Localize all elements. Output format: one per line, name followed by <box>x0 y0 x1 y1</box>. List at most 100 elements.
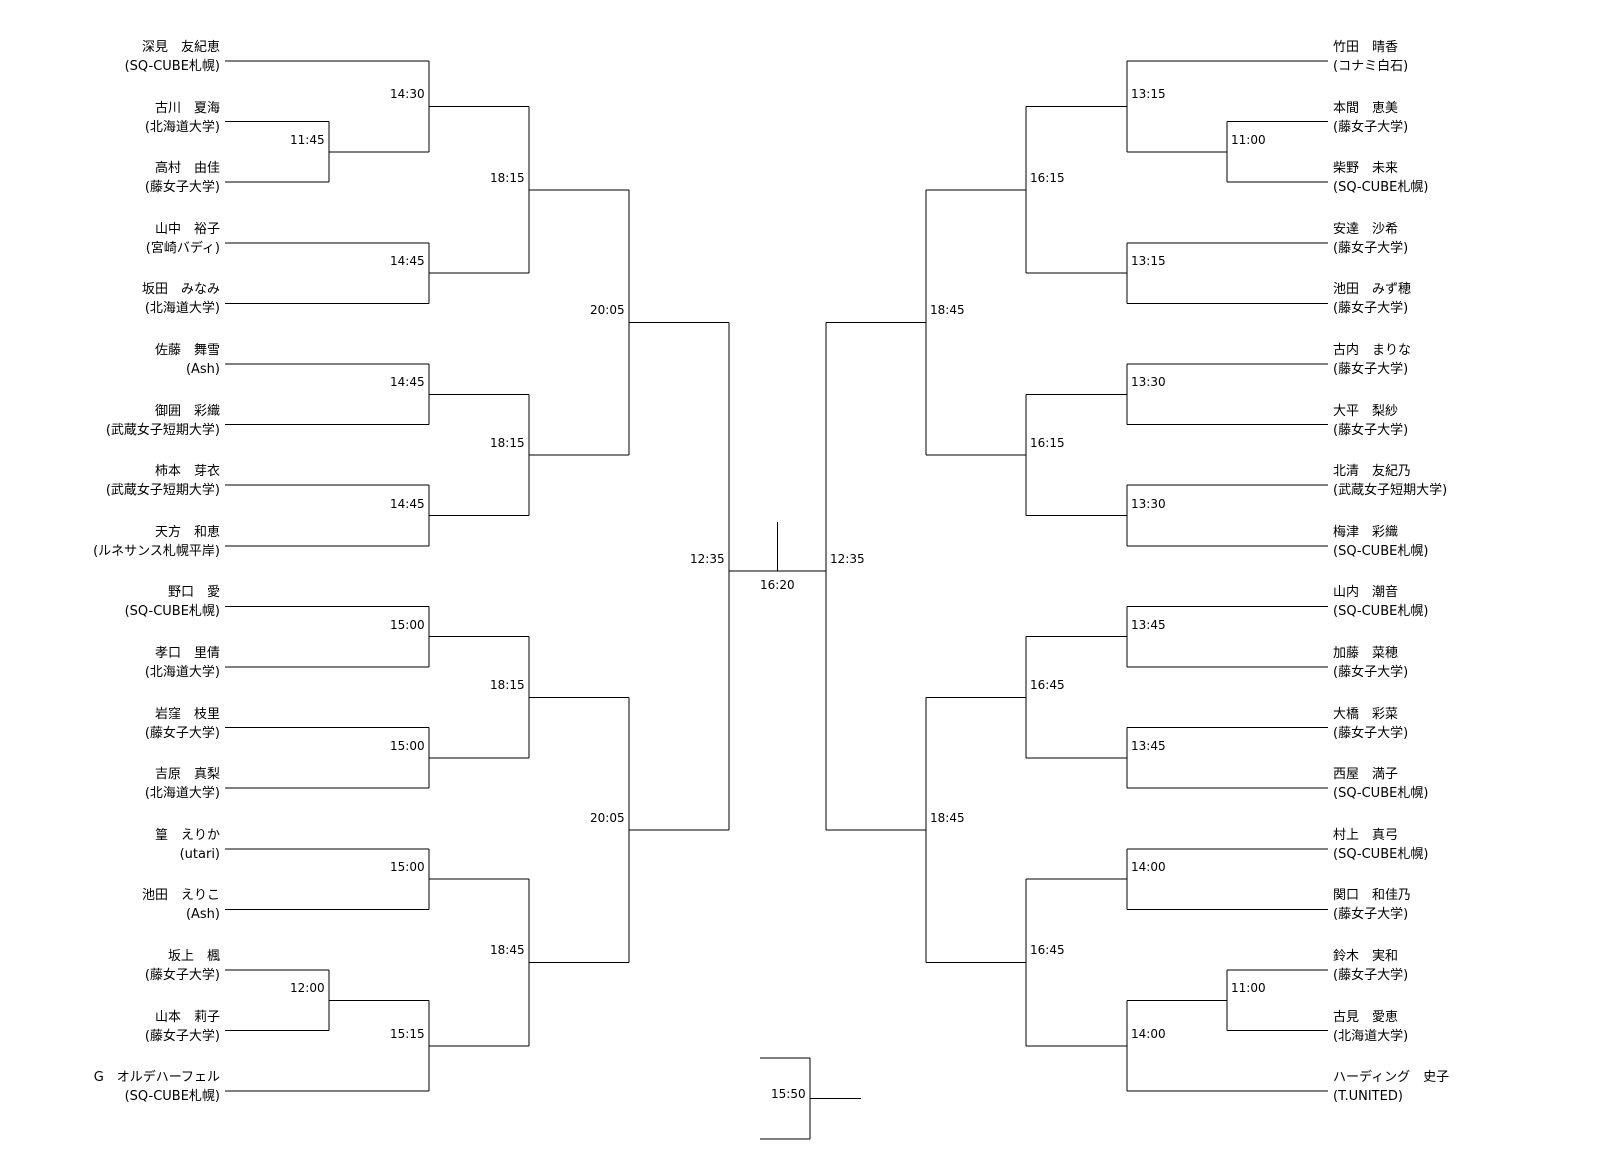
player-entry: 池田 みず穂(藤女子大学) <box>1333 282 1411 317</box>
player-name: 古川 夏海 <box>154 100 220 116</box>
player-affiliation: (藤女子大学) <box>1333 422 1409 438</box>
match-time: 16:15 <box>1030 435 1065 450</box>
match-time: 12:00 <box>290 981 325 996</box>
player-entry: 鈴木 実和 (藤女子大学) <box>1333 949 1408 984</box>
player-affiliation: (北海道大学) <box>144 119 220 135</box>
player-name: 天方 和恵 <box>154 524 220 540</box>
player-affiliation: (utari) <box>179 846 220 862</box>
player-name: 北清 友紀乃 <box>1333 464 1412 480</box>
semifinal-time: 12:35 <box>830 552 865 566</box>
match-time: 16:45 <box>1030 678 1065 693</box>
match-time: 15:15 <box>390 1026 425 1041</box>
player-entry: 梅津 彩織(SQ-CUBE札幌) <box>1333 525 1428 560</box>
player-entry: 古川 夏海 (北海道大学) <box>145 101 220 136</box>
player-name: 柿本 芽衣 <box>154 464 220 480</box>
player-name: 山中 裕子 <box>154 221 220 237</box>
player-name: 山内 潮音 <box>1333 585 1399 601</box>
player-entry: 柴野 未来(SQ-CUBE札幌) <box>1333 161 1428 196</box>
match-time: 14:45 <box>390 254 425 269</box>
player-affiliation: (SQ-CUBE札幌) <box>1333 786 1429 802</box>
third-place-time: 15:50 <box>771 1086 806 1101</box>
player-affiliation: (北海道大学) <box>144 786 220 802</box>
player-entry: 山本 莉子 (藤女子大学) <box>145 1010 220 1045</box>
player-name: 鈴木 実和 <box>1333 949 1399 964</box>
player-entry: 吉原 真梨 (北海道大学) <box>145 767 220 802</box>
player-name: 池田 えりこ <box>141 888 220 904</box>
player-affiliation: (宮崎バディ) <box>145 240 220 256</box>
player-entry: ハーディング 史子 (T.UNITED) <box>1333 1070 1449 1105</box>
player-affiliation: (SQ-CUBE札幌) <box>1333 846 1429 862</box>
player-affiliation: (藤女子大学) <box>144 725 220 741</box>
player-entry: 加藤 菜穂(藤女子大学) <box>1333 646 1408 681</box>
player-name: ハーディング 史子 <box>1333 1070 1450 1086</box>
player-name: 深見 友紀恵 <box>141 40 220 55</box>
player-affiliation: (藤女子大学) <box>1333 725 1409 741</box>
player-entry: 坂田 みなみ(北海道大学) <box>142 282 220 317</box>
match-time: 13:30 <box>1131 375 1166 390</box>
match-time: 11:45 <box>290 132 325 147</box>
match-time: 13:15 <box>1131 87 1166 102</box>
player-affiliation: (藤女子大学) <box>1333 240 1409 256</box>
player-entry: 大橋 彩菜(藤女子大学) <box>1333 707 1408 742</box>
player-affiliation: (藤女子大学) <box>1333 907 1409 923</box>
player-entry: 古見 愛恵 (北海道大学) <box>1333 1010 1408 1045</box>
match-time: 11:00 <box>1231 132 1266 147</box>
player-name: 佐藤 舞雪 <box>154 343 220 358</box>
player-affiliation: (ルネサンス札幌平岸) <box>93 543 220 559</box>
player-name: 関口 和佳乃 <box>1333 888 1412 904</box>
player-affiliation: (藤女子大学) <box>144 180 220 196</box>
player-affiliation: (藤女子大学) <box>144 1028 220 1044</box>
player-affiliation: (SQ-CUBE札幌) <box>1333 604 1429 620</box>
match-time: 18:15 <box>490 435 525 450</box>
player-entry: G オルデハーフェル(SQ-CUBE札幌) <box>94 1070 220 1105</box>
player-affiliation: (T.UNITED) <box>1333 1089 1403 1105</box>
player-name: 竹田 晴香 <box>1333 40 1399 55</box>
match-time: 13:15 <box>1131 254 1166 269</box>
player-affiliation: (北海道大学) <box>144 301 220 317</box>
player-affiliation: (SQ-CUBE札幌) <box>124 1089 220 1105</box>
player-affiliation: (SQ-CUBE札幌) <box>1333 180 1429 196</box>
player-entry: 池田 えりこ(Ash) <box>142 888 220 923</box>
player-affiliation: (北海道大学) <box>144 665 220 680</box>
match-time: 18:45 <box>930 810 965 825</box>
match-time: 14:45 <box>390 375 425 390</box>
player-name: 古見 愛恵 <box>1333 1009 1399 1025</box>
match-time: 15:00 <box>390 860 425 875</box>
player-name: 西屋 満子 <box>1333 767 1399 783</box>
player-name: 梅津 彩織 <box>1333 524 1399 540</box>
player-name: 御囲 彩織 <box>154 403 220 419</box>
player-name: 大平 梨紗 <box>1333 403 1399 419</box>
match-time: 15:00 <box>390 617 425 632</box>
player-entry: 深見 友紀恵(SQ-CUBE札幌) <box>125 40 220 75</box>
player-name: 山本 莉子 <box>154 1009 220 1025</box>
player-entry: 安達 沙希 (藤女子大学) <box>1333 222 1408 257</box>
match-time: 13:45 <box>1131 738 1166 753</box>
player-affiliation: (藤女子大学) <box>1333 362 1409 377</box>
player-entry: 関口 和佳乃 (藤女子大学) <box>1333 888 1411 923</box>
player-name: 本間 恵美 <box>1333 100 1399 116</box>
player-entry: 高村 由佳(藤女子大学) <box>145 161 220 196</box>
player-entry: 古内 まりな(藤女子大学) <box>1333 343 1411 378</box>
player-entry: 西屋 満子 (SQ-CUBE札幌) <box>1333 767 1428 802</box>
player-entry: 岩窪 枝里(藤女子大学) <box>145 707 220 742</box>
player-name: 吉原 真梨 <box>154 767 220 783</box>
player-entry: 大平 梨紗 (藤女子大学) <box>1333 404 1408 439</box>
match-time: 20:05 <box>590 303 625 318</box>
player-name: 村上 真弓 <box>1333 827 1399 843</box>
player-name: 坂上 楓 <box>167 949 220 964</box>
player-name: 加藤 菜穂 <box>1333 646 1399 661</box>
player-entry: 篁 えりか(utari) <box>155 828 220 863</box>
match-time: 14:45 <box>390 496 425 511</box>
player-name: 安達 沙希 <box>1333 221 1399 237</box>
player-affiliation: (Ash) <box>185 362 220 377</box>
player-affiliation: (北海道大学) <box>1333 1028 1409 1044</box>
player-affiliation: (コナミ白石) <box>1333 59 1409 74</box>
match-time: 16:45 <box>1030 943 1065 958</box>
player-affiliation: (藤女子大学) <box>144 968 220 983</box>
player-affiliation: (藤女子大学) <box>1333 968 1409 983</box>
player-name: 野口 愛 <box>167 585 220 601</box>
match-time: 16:15 <box>1030 170 1065 185</box>
player-entry: 坂上 楓 (藤女子大学) <box>145 949 220 984</box>
